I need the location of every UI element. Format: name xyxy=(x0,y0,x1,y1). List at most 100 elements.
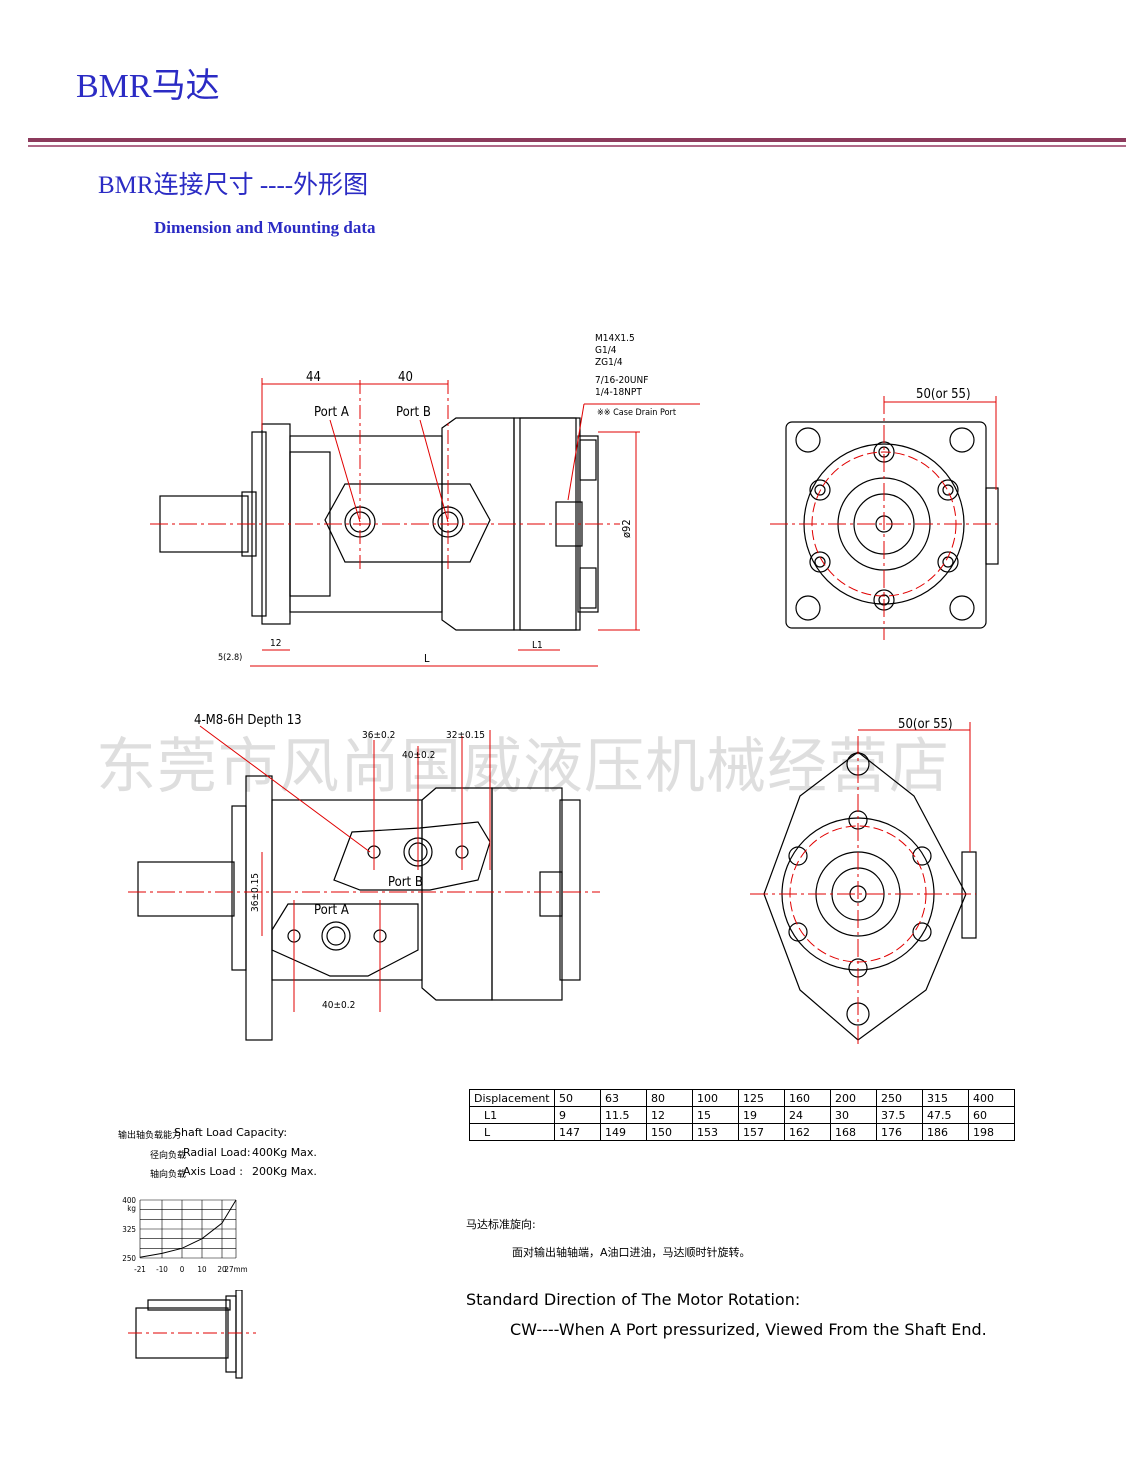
y-tick-label: 325 xyxy=(122,1225,136,1234)
table-cell: L xyxy=(469,1123,555,1141)
table-cell: Displacement xyxy=(469,1089,555,1107)
radial-load-cn: 径向负载 xyxy=(150,1151,187,1161)
table-cell: 37.5 xyxy=(876,1106,923,1124)
dim-36v: 36±0.15 xyxy=(250,873,261,912)
rotation-title-cn: 马达标准旋向: xyxy=(466,1218,536,1231)
table-cell: 12 xyxy=(646,1106,693,1124)
table-cell: 19 xyxy=(738,1106,785,1124)
table-cell: 157 xyxy=(738,1123,785,1141)
port-boss xyxy=(324,483,491,563)
shaft-load-title-cn: 输出轴负载能力 xyxy=(118,1131,182,1141)
table-cell: 24 xyxy=(784,1106,831,1124)
table-cell: 400 xyxy=(968,1089,1015,1107)
table-cell: 50 xyxy=(554,1089,601,1107)
table-cell: 125 xyxy=(738,1089,785,1107)
table-cell: 80 xyxy=(646,1089,693,1107)
port-spec-1: M14X1.5 xyxy=(595,333,635,344)
table-cell: 153 xyxy=(692,1123,739,1141)
port-a-label: Port A xyxy=(314,405,349,420)
header-divider xyxy=(28,138,1126,142)
x-tick-label: -21 xyxy=(134,1265,146,1274)
shaft-load-title-en: Shaft Load Capacity: xyxy=(174,1126,288,1139)
dim-12: 12 xyxy=(270,638,281,649)
axis-load-cn: 轴向负载 xyxy=(150,1170,187,1180)
table-cell: 11.5 xyxy=(600,1106,647,1124)
rotation-title-en: Standard Direction of The Motor Rotation… xyxy=(466,1290,801,1309)
dim-40a: 40±0.2 xyxy=(402,750,435,761)
x-tick-label: 10 xyxy=(197,1265,207,1274)
port-b-label: Port B xyxy=(396,405,431,420)
x-tick-label: -10 xyxy=(156,1265,168,1274)
table-cell: 15 xyxy=(692,1106,739,1124)
chart-grid xyxy=(139,1199,237,1259)
header-divider-thin xyxy=(28,145,1126,147)
end-view-housing-2 xyxy=(763,751,967,1041)
table-cell: 63 xyxy=(600,1089,647,1107)
table-cell: 162 xyxy=(784,1123,831,1141)
port-spec-3: ZG1/4 xyxy=(595,357,623,368)
table-cell: 198 xyxy=(968,1123,1015,1141)
dim-40b: 40±0.2 xyxy=(322,1000,355,1011)
port-spec-5: 1/4-18NPT xyxy=(595,387,642,398)
dim-40: 40 xyxy=(398,370,413,385)
dim-36: 36±0.2 xyxy=(362,730,395,741)
section-title: BMR连接尺寸 ----外形图 xyxy=(98,172,369,199)
x-tick-label: 20 xyxy=(217,1265,227,1274)
table-cell: 150 xyxy=(646,1123,693,1141)
axis-load-value: 200Kg Max. xyxy=(252,1165,317,1178)
table-cell: 147 xyxy=(554,1123,601,1141)
table-cell: 160 xyxy=(784,1089,831,1107)
port-b-label-2: Port B xyxy=(388,875,423,890)
table-cell: 60 xyxy=(968,1106,1015,1124)
load-curve xyxy=(139,1199,237,1258)
dim-50-55-2: 50(or 55) xyxy=(898,717,953,732)
port-spec-4: 7/16-20UNF xyxy=(595,375,648,386)
x-tick-label: 0 xyxy=(180,1265,185,1274)
x-tick-label: 27mm xyxy=(224,1265,247,1274)
radial-load-en: Radial Load: xyxy=(183,1146,251,1159)
axis-load-en: Axis Load : xyxy=(183,1165,243,1178)
port-spec-2: G1/4 xyxy=(595,345,617,356)
dim-50-55: 50(or 55) xyxy=(916,387,971,402)
table-cell: 250 xyxy=(876,1089,923,1107)
shaft-side-2 xyxy=(137,861,235,917)
dim-l1: L1 xyxy=(532,640,543,651)
rotation-text-en: CW----When A Port pressurized, Viewed Fr… xyxy=(510,1320,987,1339)
table-cell: 30 xyxy=(830,1106,877,1124)
table-row: L1 9 11.5 12 15 19 24 30 37.5 47.5 60 xyxy=(469,1106,1015,1124)
section-subtitle: Dimension and Mounting data xyxy=(154,218,376,237)
page-title: BMR马达 xyxy=(76,68,220,105)
dim-44: 44 xyxy=(306,370,321,385)
table-cell: L1 xyxy=(469,1106,555,1124)
radial-load-value: 400Kg Max. xyxy=(252,1146,317,1159)
table-cell: 149 xyxy=(600,1123,647,1141)
table-cell: 176 xyxy=(876,1123,923,1141)
rotation-text-cn: 面对输出轴轴端，A油口进油，马达顺时针旋转。 xyxy=(512,1246,751,1259)
y-tick-label: 400 xyxy=(122,1196,136,1205)
table-row: L 147 149 150 153 157 162 168 176 186 19… xyxy=(469,1123,1015,1141)
table-cell: 47.5 xyxy=(922,1106,969,1124)
displacement-table: Displacement 50 63 80 100 125 160 200 25… xyxy=(469,1089,1015,1141)
dim-32: 32±0.15 xyxy=(446,730,485,741)
case-drain-label: ※※ Case Drain Port xyxy=(597,408,676,418)
table-cell: 186 xyxy=(922,1123,969,1141)
port-a-label-2: Port A xyxy=(314,903,349,918)
bottom-drawings: 4-M8-6H Depth 13 36±0.2 32±0.15 40±0.2 3… xyxy=(128,713,977,1048)
y-tick-label: 250 xyxy=(122,1254,136,1263)
dia-92: ø92 xyxy=(620,519,633,538)
table-cell: 315 xyxy=(922,1089,969,1107)
y-unit-label: kg xyxy=(127,1204,136,1213)
table-cell: 100 xyxy=(692,1089,739,1107)
dim-l: L xyxy=(424,652,430,665)
table-cell: 168 xyxy=(830,1123,877,1141)
table-cell: 9 xyxy=(554,1106,601,1124)
dim-5: 5(2.8) xyxy=(218,653,242,663)
top-drawings: 44 40 Port A Port B M14X1.5 G1/4 ZG1/4 7… xyxy=(150,333,1000,667)
port-plate-a xyxy=(271,903,419,977)
thread-label: 4-M8-6H Depth 13 xyxy=(194,713,302,728)
table-row: Displacement 50 63 80 100 125 160 200 25… xyxy=(469,1089,1015,1107)
table-cell: 200 xyxy=(830,1089,877,1107)
shaft-sketch xyxy=(128,1290,256,1379)
